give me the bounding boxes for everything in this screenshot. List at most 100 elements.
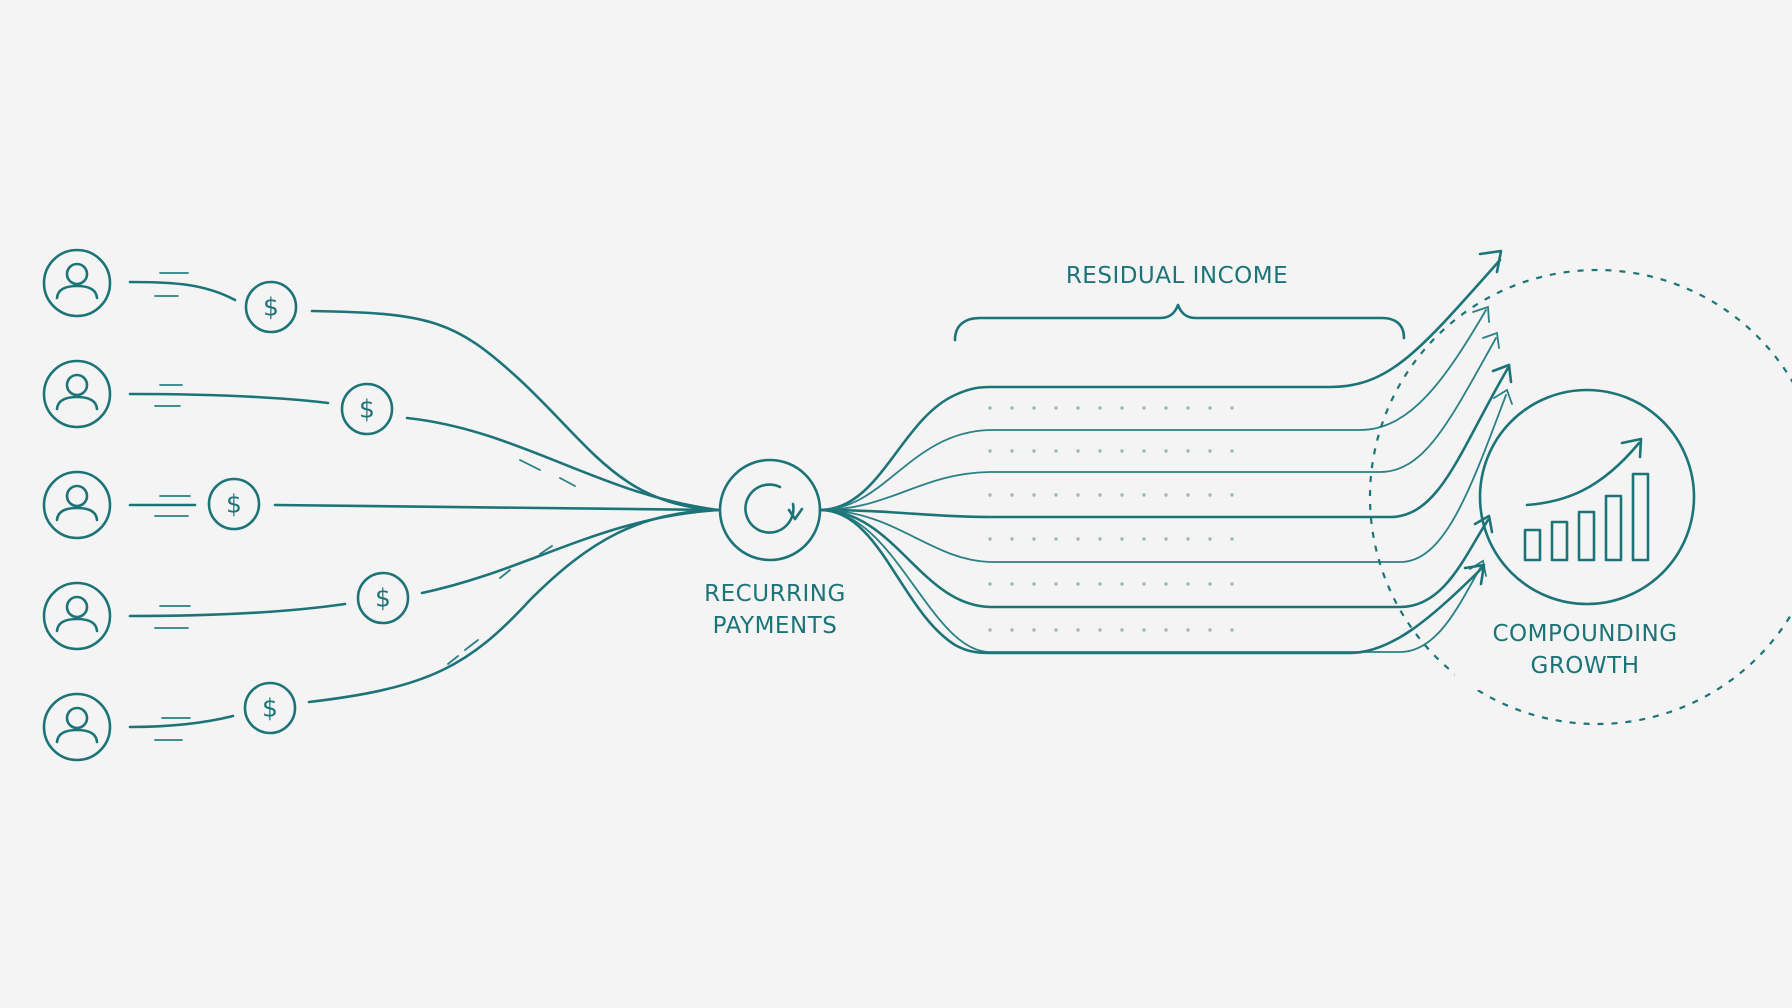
trail-dot [988, 493, 992, 497]
dotted-trail [988, 493, 1234, 497]
trail-dot [1208, 449, 1212, 453]
customer-2 [42, 359, 112, 429]
dotted-trail [988, 406, 1234, 410]
trail-dot [1120, 449, 1124, 453]
trail-dot [1164, 406, 1168, 410]
trail-dot [1054, 582, 1058, 586]
trail-dot [1098, 582, 1102, 586]
trail-dot [988, 406, 992, 410]
trail-dot [1208, 493, 1212, 497]
dotted-trail [988, 582, 1234, 586]
recurring-payments-label: RECURRING PAYMENTS [660, 578, 890, 642]
trail-dot [1120, 628, 1124, 632]
trail-dot [1010, 406, 1014, 410]
trail-dot [1032, 406, 1036, 410]
compounding-growth-label: COMPOUNDING GROWTH [1455, 618, 1715, 682]
trail-dot [1142, 537, 1146, 541]
trail-dot [1186, 628, 1190, 632]
customer-4 [42, 581, 112, 651]
trail-dot [1164, 537, 1168, 541]
payment-coin-3: $ [207, 477, 261, 531]
customer-1 [42, 248, 112, 318]
trail-dot [1054, 406, 1058, 410]
trail-dot [1010, 537, 1014, 541]
trail-dot [1230, 628, 1234, 632]
trail-dot [1186, 537, 1190, 541]
trail-dot [1230, 537, 1234, 541]
payment-symbol: $ [375, 584, 391, 613]
payment-coin-4: $ [356, 571, 410, 625]
trail-dot [1054, 449, 1058, 453]
trail-dot [1032, 628, 1036, 632]
trail-dot [1032, 493, 1036, 497]
trail-dot [1076, 449, 1080, 453]
trail-dot [1142, 628, 1146, 632]
trail-dot [1076, 493, 1080, 497]
user-icon [42, 581, 112, 651]
payment-coin-2: $ [340, 382, 394, 436]
trail-dot [1164, 493, 1168, 497]
trail-dot [1054, 493, 1058, 497]
residual-income-streams [818, 249, 1513, 655]
trail-dot [1098, 628, 1102, 632]
trail-dot [1142, 493, 1146, 497]
payment-symbol: $ [226, 490, 242, 519]
trail-dot [988, 628, 992, 632]
refresh-cycle-icon [744, 483, 804, 534]
recurring-payments-hub [718, 458, 822, 562]
trail-dot [1076, 628, 1080, 632]
trail-dot [1032, 449, 1036, 453]
trail-dot [1054, 537, 1058, 541]
compounding-growth-badge [1478, 388, 1696, 606]
payment-coin-1: $ [244, 280, 298, 334]
trail-dot [1142, 406, 1146, 410]
trail-dot [1164, 582, 1168, 586]
trail-dot [1186, 582, 1190, 586]
trail-dot [1098, 493, 1102, 497]
trail-dot [1076, 406, 1080, 410]
trail-dot [1186, 493, 1190, 497]
user-icon [42, 359, 112, 429]
user-icon [42, 248, 112, 318]
recurring-payments-label-line1: RECURRING [704, 581, 846, 607]
trail-dot [988, 449, 992, 453]
trail-dot [1120, 493, 1124, 497]
customer-to-coin-lines [128, 280, 347, 729]
trail-dot [988, 582, 992, 586]
dotted-trail [988, 449, 1234, 453]
compounding-growth-label-line2: GROWTH [1530, 653, 1640, 679]
trail-dot [1208, 406, 1212, 410]
payment-symbol: $ [262, 694, 278, 723]
trail-dot [1032, 537, 1036, 541]
orbit-label-mask [1455, 620, 1715, 690]
recurring-payments-label-line2: PAYMENTS [712, 613, 838, 639]
trail-dot [1010, 449, 1014, 453]
bar-chart-trend-up-icon [1523, 437, 1650, 562]
trail-dot [1230, 582, 1234, 586]
trail-dot [1230, 449, 1234, 453]
payment-coin-5: $ [243, 681, 297, 735]
compounding-growth-orbit [1368, 268, 1792, 726]
payment-flows-to-hub [273, 309, 720, 704]
payment-symbol: $ [359, 395, 375, 424]
trail-dot [1098, 449, 1102, 453]
trail-dot [988, 537, 992, 541]
dotted-trail [988, 628, 1234, 632]
trail-dot [1120, 582, 1124, 586]
trail-dot [1208, 537, 1212, 541]
trail-dot [1208, 582, 1212, 586]
trail-dot [1230, 406, 1234, 410]
trail-dot [1098, 537, 1102, 541]
trail-dot [1076, 582, 1080, 586]
customer-3 [42, 470, 112, 540]
dotted-trail [988, 537, 1234, 541]
trail-dot [1010, 582, 1014, 586]
dotted-income-trails [988, 406, 1234, 632]
trail-dot [1142, 449, 1146, 453]
trail-dot [1186, 449, 1190, 453]
trail-dot [1164, 449, 1168, 453]
trail-dot [1230, 493, 1234, 497]
user-icon [42, 692, 112, 762]
